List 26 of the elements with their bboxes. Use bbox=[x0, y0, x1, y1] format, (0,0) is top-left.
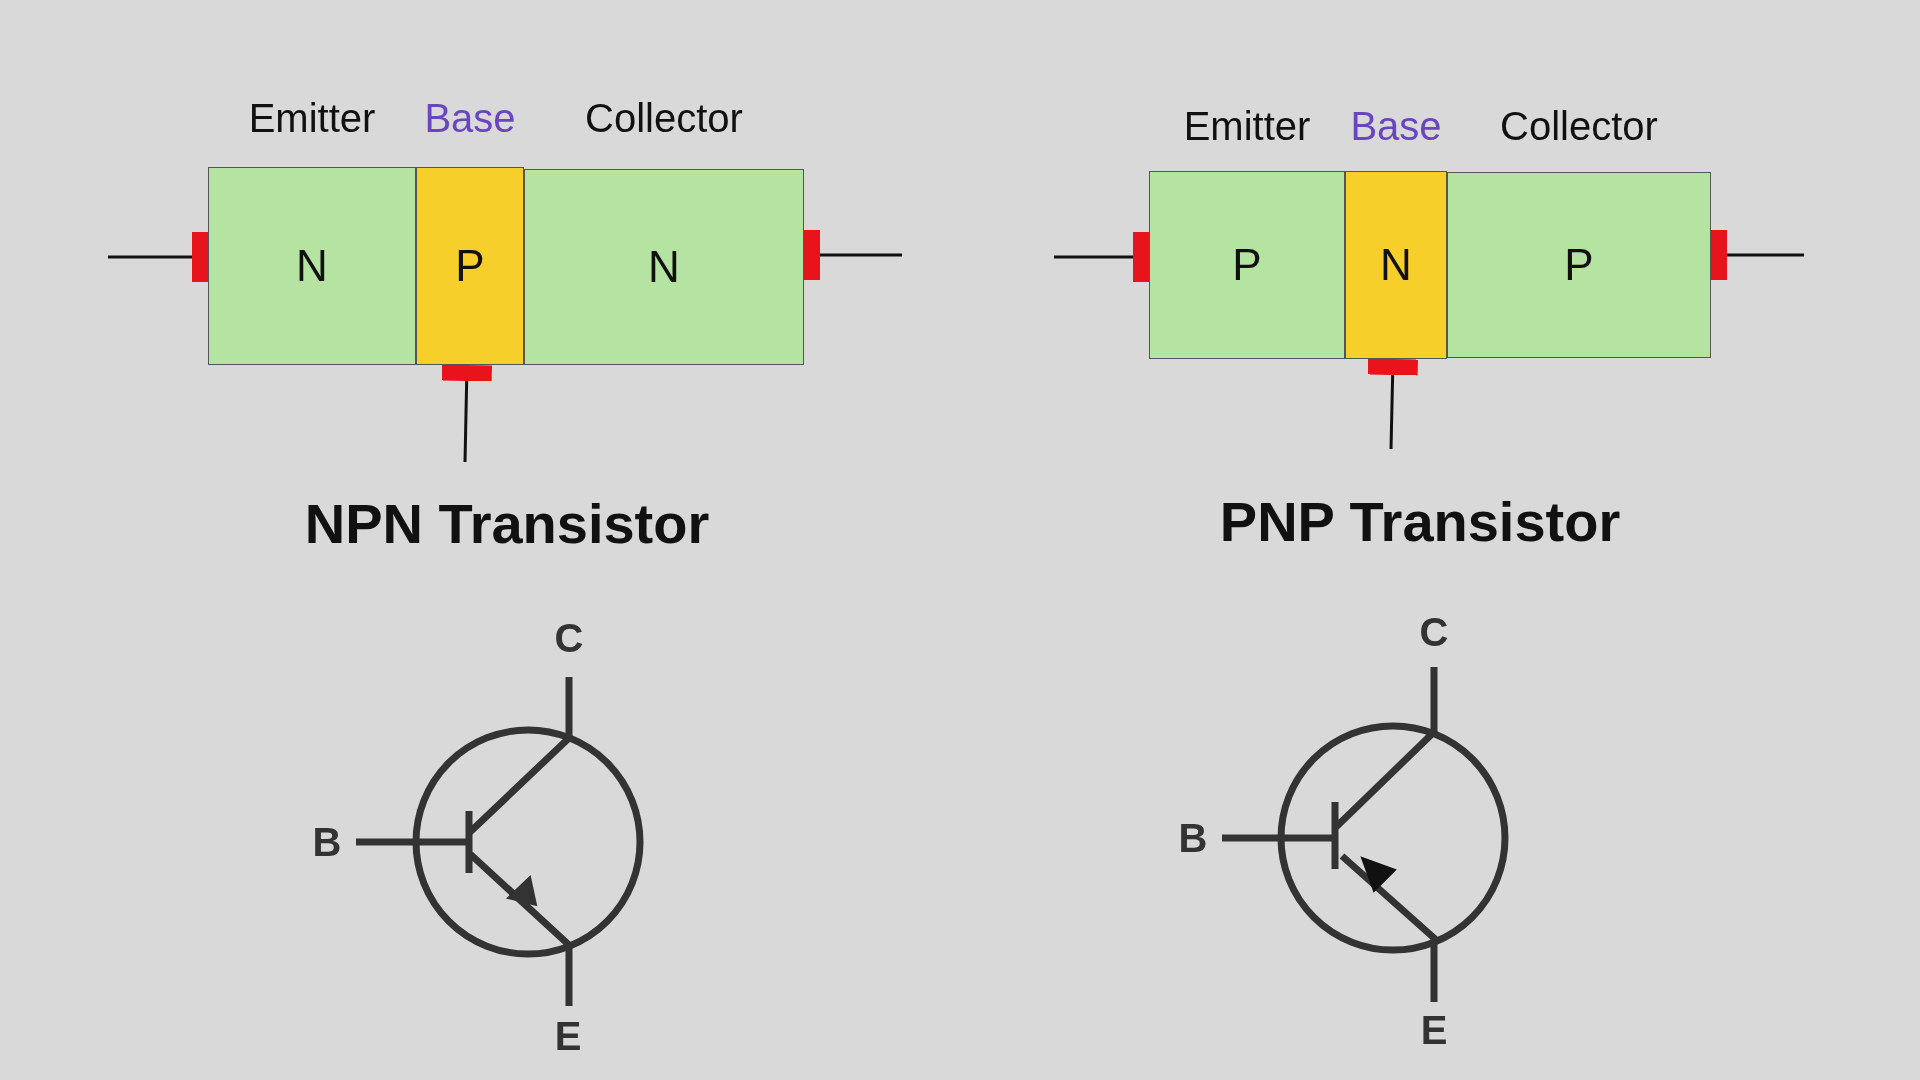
terminal-lead bbox=[1054, 232, 1149, 282]
terminal-label: B bbox=[312, 822, 342, 862]
doping-type-letter: N bbox=[296, 244, 328, 288]
doping-type-letter: N bbox=[648, 245, 680, 289]
region-label: Base bbox=[424, 98, 516, 138]
terminal-label: C bbox=[554, 618, 584, 658]
region-label: Base bbox=[1350, 106, 1442, 146]
terminal-label: E bbox=[554, 1016, 582, 1056]
terminal-lead bbox=[1367, 358, 1418, 450]
transistor-type-heading: PNP Transistor bbox=[1219, 494, 1621, 550]
transistor-type-heading: NPN Transistor bbox=[304, 496, 710, 552]
region-label: Collector bbox=[585, 98, 743, 138]
doping-type-letter: P bbox=[1564, 243, 1594, 287]
terminal-lead bbox=[108, 232, 208, 282]
region-label: Collector bbox=[1500, 106, 1658, 146]
region-label: Emitter bbox=[248, 98, 376, 138]
terminal-lead bbox=[804, 230, 902, 280]
terminal-lead bbox=[441, 364, 492, 463]
doping-type-letter: N bbox=[1380, 243, 1412, 287]
terminal-label: E bbox=[1420, 1010, 1448, 1050]
doping-type-letter: P bbox=[1232, 243, 1262, 287]
terminal-label: B bbox=[1178, 818, 1208, 858]
terminal-lead bbox=[1711, 230, 1804, 280]
doping-type-letter: P bbox=[455, 244, 485, 288]
terminal-label: C bbox=[1419, 612, 1449, 652]
region-label: Emitter bbox=[1183, 106, 1311, 146]
